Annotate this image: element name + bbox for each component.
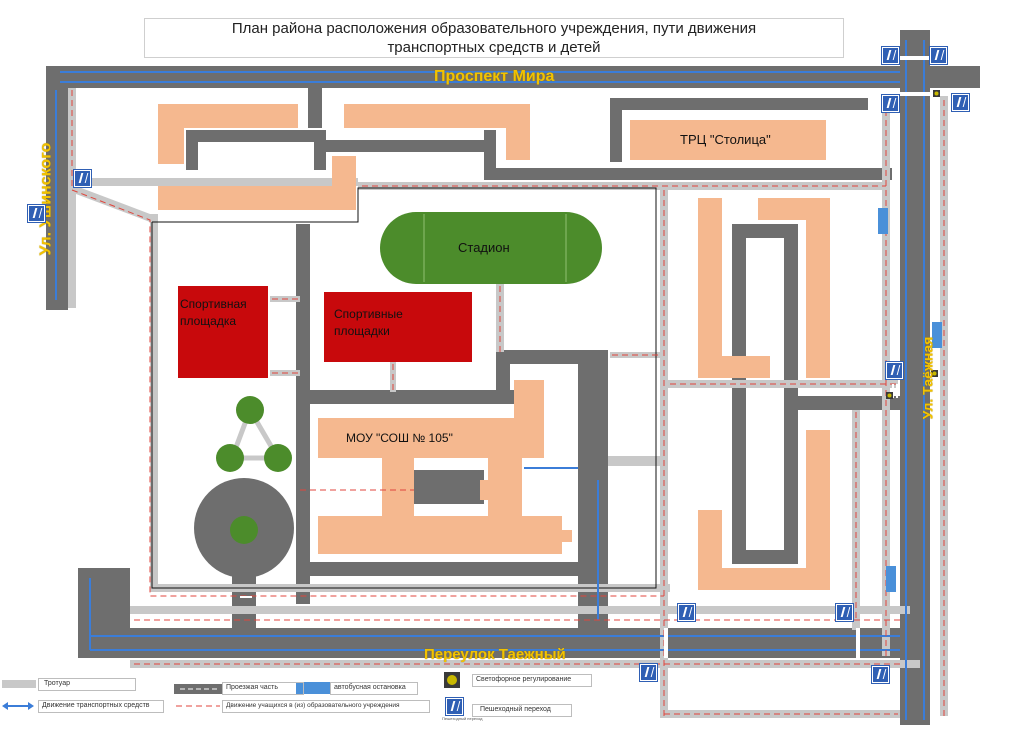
label-stadium: Стадион	[458, 240, 510, 255]
legend-vehicle-movement: Движение транспортных средств	[42, 702, 150, 709]
driveway	[784, 224, 798, 564]
crossing-sign-icon	[836, 604, 853, 621]
driveway	[732, 224, 798, 238]
residential-building	[698, 568, 830, 590]
label-school: МОУ "СОШ № 105"	[346, 431, 453, 445]
driveway	[784, 396, 904, 410]
driveway	[732, 550, 798, 564]
driveway	[484, 168, 892, 180]
road-left-corner	[78, 568, 130, 658]
driveway	[608, 456, 660, 466]
school-building	[514, 380, 544, 458]
crossing-sign-icon	[74, 170, 91, 187]
crossing-sign-icon	[886, 362, 903, 379]
school-building	[488, 458, 522, 516]
residential-building	[332, 156, 356, 210]
driveway	[314, 130, 326, 170]
sport-ground-left	[178, 286, 268, 378]
label-sport-grounds: Спортивные площадки	[334, 307, 403, 338]
street-label-ushinskogo: Ул. Ушинского	[37, 142, 55, 256]
driveway	[610, 98, 622, 162]
map-title: План района расположения образовательног…	[144, 18, 844, 58]
residential-building	[344, 104, 530, 128]
school-building	[318, 516, 562, 554]
driveway	[414, 470, 484, 504]
driveway	[610, 98, 868, 110]
stadium-field	[380, 212, 602, 284]
school-building	[382, 458, 414, 516]
school-building	[560, 530, 572, 542]
street-label-prospekt: Проспект Мира	[434, 68, 555, 85]
buildings	[158, 104, 830, 590]
driveway	[484, 130, 496, 180]
residential-building	[806, 430, 830, 590]
sport-ground-center	[324, 292, 472, 362]
crossing-sign-icon	[678, 604, 695, 621]
bus-stop	[878, 208, 888, 234]
crossing-sign-icon	[882, 47, 899, 64]
vehicle-movement	[55, 40, 925, 720]
legend-roadway: Проезжая часть	[226, 684, 278, 691]
school-boundary	[151, 187, 657, 589]
crosswalks	[240, 56, 932, 658]
legend-crossing: Пешеходный переход	[480, 706, 551, 713]
crossing-sign-icon	[930, 47, 947, 64]
legend-sidewalk: Тротуар	[44, 680, 71, 687]
crossing-sign-icon	[446, 698, 463, 715]
green-area	[216, 396, 292, 544]
driveway	[296, 390, 516, 404]
legend-student-movement: Движение учащихся в (из) образовательног…	[226, 702, 400, 709]
bus-stop	[886, 566, 896, 592]
driveway	[578, 350, 608, 630]
crossing-sign-icon	[882, 95, 899, 112]
school-building	[480, 480, 492, 500]
crossing-sign-icon	[640, 664, 657, 681]
driveway	[296, 562, 596, 576]
driveway	[732, 224, 746, 564]
residential-building	[698, 356, 770, 378]
legend-bus-stop: автобусная остановка	[334, 684, 406, 691]
crossing-sign-icon	[28, 205, 45, 222]
legend-traffic-light: Светофорное регулирование	[476, 676, 572, 683]
driveway	[186, 130, 326, 142]
trc-building	[630, 120, 826, 160]
driveway	[308, 88, 322, 128]
map-title-line1: План района расположения образовательног…	[231, 20, 757, 37]
road-pereulok	[78, 628, 930, 658]
driveway	[326, 140, 486, 152]
school-building	[318, 418, 544, 458]
crossing-sign-icon	[872, 666, 889, 683]
bus-stop	[932, 322, 942, 348]
street-label-right: Ул. Таёжная	[919, 336, 936, 420]
residential-building	[506, 104, 530, 160]
driveway	[296, 224, 310, 604]
label-sport-ground: Спортивная площадка	[180, 297, 247, 328]
street-label-pereulok: Переулок Таежный	[424, 646, 566, 663]
crossing-sign-icon	[952, 94, 969, 111]
residential-building	[158, 104, 184, 164]
student-paths	[71, 90, 945, 716]
legend-crossing-sign-caption: Пешеходный переход	[442, 716, 483, 721]
residential-building	[158, 186, 356, 210]
label-trc: ТРЦ "Столица"	[680, 132, 771, 147]
residential-building	[806, 198, 830, 378]
map-title-line2: транспортных средств и детей	[387, 39, 601, 56]
residential-building	[698, 198, 722, 378]
legend-graphics	[2, 672, 460, 710]
